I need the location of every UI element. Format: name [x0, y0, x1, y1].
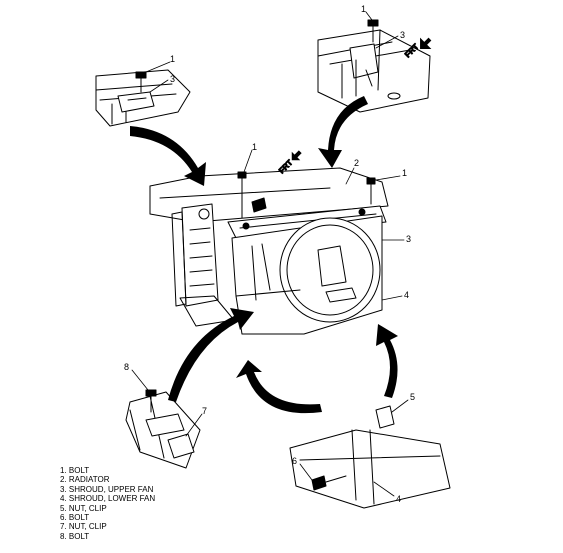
- callout-clip-nut: 5: [410, 392, 415, 402]
- bolt-icon: [145, 389, 157, 413]
- clip-nut: [167, 433, 195, 459]
- frt-label-center: FRT: [277, 158, 294, 175]
- callout-radiator: 2: [354, 158, 359, 168]
- legend-item: 7. NUT, CLIP: [60, 522, 107, 532]
- radiator: [181, 203, 219, 307]
- inset-top-right: [317, 19, 431, 113]
- front-direction-arrow-icon: [291, 37, 432, 161]
- callout-arrow-icon: [130, 96, 398, 414]
- radiator-assembly: [149, 167, 389, 335]
- fan-ring: [279, 217, 381, 323]
- callout-bolt: 1: [361, 4, 366, 14]
- frt-label-top-right: FRT: [403, 42, 420, 59]
- inset-bottom-left: [125, 389, 201, 469]
- clip-nut: [375, 405, 395, 429]
- callout-bolt: 1: [252, 142, 257, 152]
- callout-clip-nut: 7: [202, 406, 207, 416]
- callout-bolt: 8: [124, 362, 129, 372]
- legend-item: 3. SHROUD, UPPER FAN: [60, 484, 154, 494]
- callout-upper-shroud: 3: [400, 30, 405, 40]
- bolt-icon: [311, 475, 347, 491]
- upper-fan-shroud: [227, 205, 387, 239]
- callout-lower-shroud: 4: [396, 494, 401, 504]
- legend-item: 1. BOLT: [60, 466, 90, 475]
- callout-bolt: 1: [402, 168, 407, 178]
- parts-legend: 1. BOLT 2. RADIATOR 3. SHROUD, UPPER FAN…: [60, 466, 155, 541]
- legend-item: 6. BOLT: [60, 513, 90, 523]
- bolt-icon: [237, 171, 247, 219]
- legend-item: 2. RADIATOR: [60, 475, 110, 485]
- inset-top-left: [95, 69, 191, 127]
- callout-lower-shroud: 4: [404, 290, 409, 300]
- callout-upper-shroud: 3: [406, 234, 411, 244]
- legend-item: 5. NUT, CLIP: [60, 503, 107, 513]
- legend-item: 8. BOLT: [60, 531, 90, 541]
- bolt-icon: [366, 177, 376, 205]
- callout-upper-shroud: 3: [170, 74, 175, 84]
- legend-item: 4. SHROUD, LOWER FAN: [60, 494, 156, 504]
- callout-bolt: 1: [170, 54, 175, 64]
- bolt-icon: [367, 19, 379, 43]
- bolt-icon: [135, 71, 147, 93]
- callouts: 1 1 1 1 2 3 3 3 4 4 5 6 7 8: [124, 4, 415, 504]
- inset-bottom-right: [289, 405, 451, 509]
- leader-lines: [131, 11, 409, 497]
- callout-bolt: 6: [292, 456, 297, 466]
